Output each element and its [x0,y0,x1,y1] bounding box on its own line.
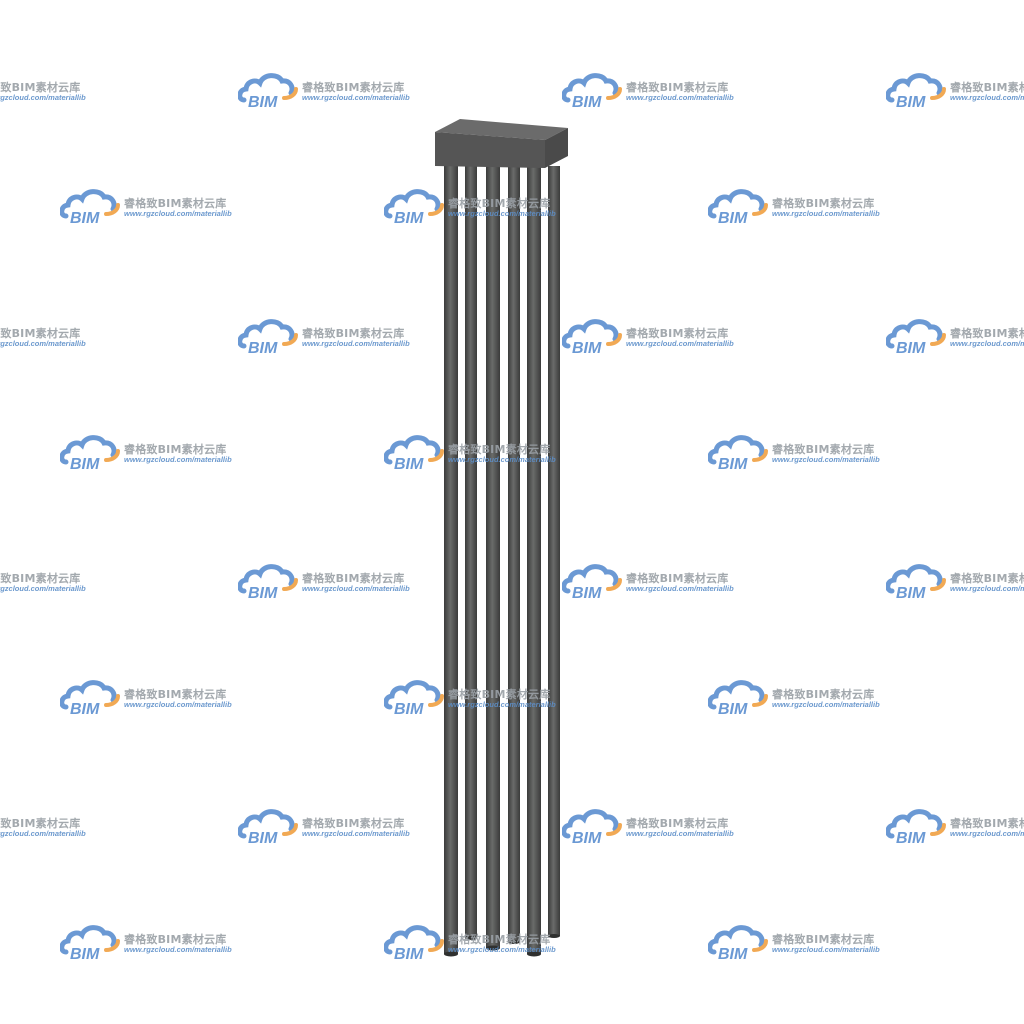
pile-tip [486,945,500,951]
pile-back-1 [465,166,477,938]
pile-cap-front [435,132,545,168]
pile-front-3 [527,166,541,954]
pile-cap [435,119,568,168]
pile-back-3 [548,166,560,936]
pile-front-1 [444,166,458,954]
pile-tip [465,936,477,940]
pile-tip [548,934,560,938]
pile-cap-side [545,128,568,168]
pile-front-2 [486,166,500,948]
pile-tip [508,940,520,944]
pile-back-2 [508,166,520,942]
pile-tip [444,951,458,957]
pile-cap-top [435,119,568,140]
piles [444,166,560,957]
pile-tip [527,951,541,957]
